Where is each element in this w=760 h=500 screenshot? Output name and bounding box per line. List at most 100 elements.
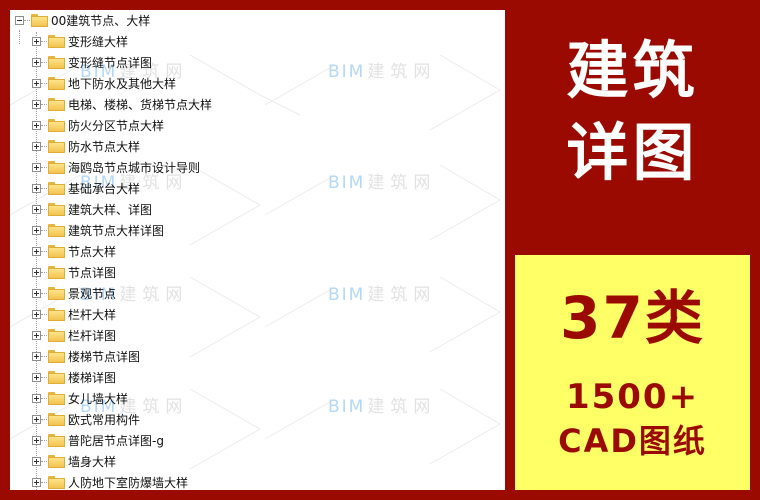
tree-item[interactable]: 基础承台大样 (32, 178, 140, 199)
tree-connector (41, 251, 47, 252)
tree-item-label: 00建筑节点、大样 (51, 14, 151, 28)
category-count: 37类 (560, 284, 705, 352)
tree-item[interactable]: 防水节点大样 (32, 136, 140, 157)
folder-icon (48, 161, 65, 174)
tree-item-label: 电梯、楼梯、货梯节点大样 (68, 98, 213, 112)
tree-connector (41, 440, 47, 441)
tree-connector (41, 272, 47, 273)
folder-icon (48, 350, 65, 363)
tree-item-label: 楼梯详图 (68, 371, 117, 385)
tree-connector (41, 356, 47, 357)
tree-item[interactable]: 节点大样 (32, 241, 116, 262)
tree-item[interactable]: 建筑节点大样详图 (32, 220, 164, 241)
tree-connector (41, 398, 47, 399)
expand-icon[interactable] (32, 121, 41, 130)
expand-icon[interactable] (32, 331, 41, 340)
tree-connector (41, 335, 47, 336)
folder-icon (48, 245, 65, 258)
folder-icon (48, 308, 65, 321)
tree-item-label: 建筑节点大样详图 (68, 224, 165, 238)
expand-icon[interactable] (32, 289, 41, 298)
expand-icon[interactable] (32, 247, 41, 256)
expand-icon[interactable] (32, 394, 41, 403)
tree-connector (41, 293, 47, 294)
tree-item-label: 变形缝节点详图 (68, 56, 153, 70)
tree-item[interactable]: 普陀居节点详图-g (32, 430, 164, 451)
tree-item[interactable]: 地下防水及其他大样 (32, 73, 176, 94)
tree-item-label: 女儿墙大样 (68, 392, 129, 406)
tree-connector (41, 482, 47, 483)
expand-icon[interactable] (32, 37, 41, 46)
tree-connector (41, 125, 47, 126)
tree-item-label: 普陀居节点详图-g (68, 434, 164, 448)
tree-item[interactable]: 欧式常用构件 (32, 409, 140, 430)
tree-guide-line (36, 32, 37, 490)
tree-connector (41, 167, 47, 168)
tree-item-label: 墙身大样 (68, 455, 117, 469)
tree-item-label: 变形缝大样 (68, 35, 129, 49)
tree-item[interactable]: 栏杆大样 (32, 304, 116, 325)
folder-icon (48, 98, 65, 111)
expand-icon[interactable] (32, 436, 41, 445)
tree-item-label: 栏杆详图 (68, 329, 117, 343)
tree-item[interactable]: 海鸥岛节点城市设计导则 (32, 157, 200, 178)
tree-item-label: 海鸥岛节点城市设计导则 (68, 161, 201, 175)
tree-guide-line (19, 30, 20, 44)
folder-icon (48, 329, 65, 342)
tree-item[interactable]: 女儿墙大样 (32, 388, 128, 409)
tree-item[interactable]: 楼梯节点详图 (32, 346, 140, 367)
expand-icon[interactable] (32, 184, 41, 193)
tree-item[interactable]: 楼梯详图 (32, 367, 116, 388)
tree-item-label: 人防地下室防爆墙大样 (68, 476, 189, 490)
expand-icon[interactable] (32, 268, 41, 277)
banner-title-line1: 建筑 (566, 34, 699, 107)
tree-item[interactable]: 墙身大样 (32, 451, 116, 472)
tree-item[interactable]: 防火分区节点大样 (32, 115, 164, 136)
drawing-count: 1500+ (565, 377, 700, 417)
tree-item[interactable]: 电梯、楼梯、货梯节点大样 (32, 94, 212, 115)
folder-icon (48, 434, 65, 447)
tree-item-label: 节点详图 (68, 266, 117, 280)
tree-item[interactable]: 变形缝节点详图 (32, 52, 152, 73)
tree-item[interactable]: 节点详图 (32, 262, 116, 283)
collapse-icon[interactable] (15, 16, 24, 25)
tree-connector (41, 230, 47, 231)
expand-icon[interactable] (32, 58, 41, 67)
tree-item-label: 楼梯节点详图 (68, 350, 141, 364)
expand-icon[interactable] (32, 478, 41, 487)
expand-icon[interactable] (32, 142, 41, 151)
tree-item[interactable]: 人防地下室防爆墙大样 (32, 472, 188, 490)
tree-connector (41, 62, 47, 63)
expand-icon[interactable] (32, 310, 41, 319)
tree-connector (41, 377, 47, 378)
folder-icon (48, 287, 65, 300)
expand-icon[interactable] (32, 415, 41, 424)
expand-icon[interactable] (32, 100, 41, 109)
tree-item-label: 防火分区节点大样 (68, 119, 165, 133)
tree-item[interactable]: 建筑大样、详图 (32, 199, 152, 220)
folder-icon (48, 119, 65, 132)
folder-icon (48, 476, 65, 489)
tree-connector (41, 209, 47, 210)
folder-icon (48, 371, 65, 384)
folder-icon (48, 35, 65, 48)
tree-item-root[interactable]: 00建筑节点、大样 (15, 10, 150, 31)
expand-icon[interactable] (32, 79, 41, 88)
banner-title-line2: 详图 (566, 116, 699, 189)
expand-icon[interactable] (32, 163, 41, 172)
tree-item-label: 景观节点 (68, 287, 117, 301)
tree-item-label: 欧式常用构件 (68, 413, 141, 427)
tree-connector (41, 83, 47, 84)
expand-icon[interactable] (32, 457, 41, 466)
expand-icon[interactable] (32, 352, 41, 361)
expand-icon[interactable] (32, 373, 41, 382)
tree-item[interactable]: 栏杆详图 (32, 325, 116, 346)
expand-icon[interactable] (32, 205, 41, 214)
banner-title: 建筑 详图 (515, 30, 750, 194)
expand-icon[interactable] (32, 226, 41, 235)
tree-item[interactable]: 变形缝大样 (32, 31, 128, 52)
tree-item[interactable]: 景观节点 (32, 283, 116, 304)
